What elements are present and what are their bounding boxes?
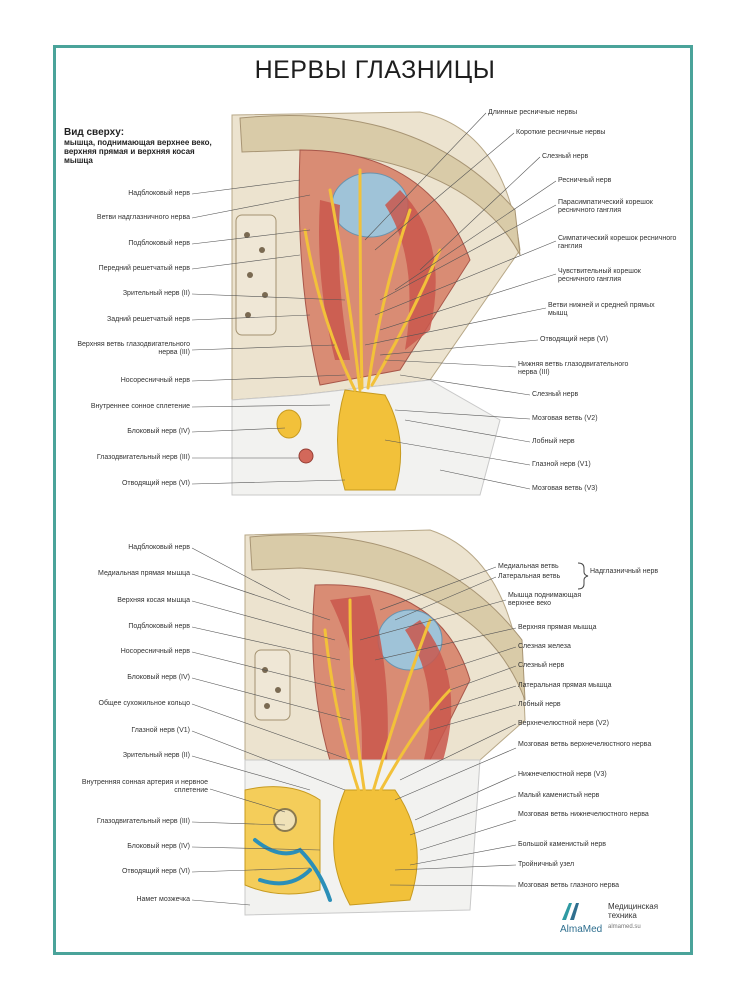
bottom-right-label-11: Нижнечелюстной нерв (V3) (518, 771, 607, 778)
top-nerve-trunk (337, 389, 402, 491)
bottom-right-label-7: Латеральная прямая мышца (518, 682, 612, 689)
almamed-logo-icon (562, 903, 579, 920)
top-ethmoid-cells (235, 214, 277, 336)
top-right-label-7: Чувствительный корешок ресничного гангли… (558, 268, 641, 283)
top-right-label-9: Отводящий нерв (VI) (540, 336, 609, 343)
page-title: НЕРВЫ ГЛАЗНИЦЫ (254, 56, 496, 84)
top-left-label-3: Подблоковый нерв (128, 240, 190, 247)
top-left-label-1: Надблоковый нерв (128, 190, 190, 197)
top-leader-lines (191, 112, 557, 490)
top-right-label-6: Симпатический корешок ресничного ганглия (558, 235, 677, 250)
top-carotid (298, 448, 314, 464)
bottom-muscle-superior (330, 595, 388, 790)
top-right-label-13: Лобный нерв (532, 438, 575, 445)
top-right-label-8: Ветви нижней и средней прямых мышц (548, 302, 655, 317)
top-muscle-lateral (385, 190, 436, 350)
top-left-label-9: Внутреннее сонное сплетение (90, 403, 190, 410)
bottom-left-label-9: Зрительный нерв (II) (122, 752, 190, 759)
bottom-left-label-4: Подблоковый нерв (128, 623, 190, 630)
top-orbit-view (231, 111, 521, 496)
top-left-label-10: Блоковый нерв (IV) (127, 428, 190, 435)
top-left-label-12: Отводящий нерв (VI) (121, 480, 190, 487)
top-right-label-11: Слезный нерв (532, 391, 579, 398)
bottom-left-label-10: Внутренняя сонная артерия и нервное спле… (81, 779, 208, 794)
bottom-right-label-1: Медиальная ветвь (498, 563, 559, 570)
brace (577, 562, 589, 590)
bottom-carotid-ring (273, 808, 297, 832)
bottom-ethmoid-cells (254, 649, 291, 721)
bottom-orbit-view (244, 529, 589, 916)
view-caption: Вид сверху: мышца, поднимающая верхнее в… (64, 127, 214, 166)
logo-name: AlmaMed (560, 924, 603, 935)
bottom-left-label-1: Надблоковый нерв (128, 544, 190, 551)
top-right-label-3: Слезный нерв (542, 153, 589, 160)
bottom-right-label-8: Лобный нерв (518, 701, 561, 708)
bottom-leader-lines (191, 547, 517, 906)
top-left-label-11: Глазодвигательный нерв (III) (96, 454, 190, 461)
logo-tagline: Медицинская техника (608, 902, 659, 920)
bottom-right-label-9: Верхнечелюстной нерв (V2) (518, 720, 609, 727)
bottom-left-label-11: Глазодвигательный нерв (III) (96, 818, 190, 825)
bottom-brainstem-region (244, 786, 321, 895)
top-right-label-2: Короткие ресничные нервы (516, 129, 606, 136)
bottom-left-label-8: Глазной нерв (V1) (131, 727, 190, 734)
top-right-label-10: Нижняя ветвь глазодвигательного нерва (I… (518, 361, 629, 376)
caption-heading: Вид сверху: (64, 127, 125, 138)
bottom-right-label-5: Слезная железа (518, 643, 571, 650)
bottom-right-label-4: Верхняя прямая мышца (518, 624, 597, 631)
top-right-label-15: Мозговая ветвь (V3) (532, 485, 598, 492)
bottom-bone-arc (249, 534, 526, 701)
bottom-left-label-14: Намет мозжечка (136, 896, 190, 903)
supraorbital-brace-label: Надглазничный нерв (590, 568, 659, 575)
bottom-right-label-15: Тройничный узел (518, 861, 575, 868)
bottom-right-label-13: Мозговая ветвь нижнечелюстного нерва (518, 811, 649, 818)
bottom-left-label-2: Медиальная прямая мышца (98, 570, 190, 577)
top-left-label-5: Зрительный нерв (II) (122, 290, 190, 297)
top-left-label-6: Задний решетчатый нерв (107, 316, 190, 323)
top-right-label-5: Парасимпатический корешок ресничного ган… (558, 199, 653, 214)
top-right-label-12: Мозговая ветвь (V2) (532, 415, 598, 422)
top-left-label-4: Передний решетчатый нерв (98, 265, 190, 272)
top-right-label-4: Ресничный нерв (558, 177, 612, 184)
bottom-left-label-7: Общее сухожильное кольцо (98, 700, 190, 707)
top-left-label-2: Ветви надглазничного нерва (96, 214, 190, 221)
bottom-right-label-10: Мозговая ветвь верхнечелюстного нерва (518, 741, 652, 748)
bottom-right-label-2: Латеральная ветвь (498, 573, 561, 580)
bottom-trigeminal-ganglion (333, 789, 418, 906)
bottom-left-label-13: Отводящий нерв (VI) (121, 868, 190, 875)
bottom-left-label-5: Носоресничный нерв (120, 648, 190, 655)
bottom-right-label-12: Малый каменистый нерв (518, 792, 600, 799)
bottom-right-label-16: Мозговая ветвь глазного нерва (518, 882, 620, 889)
top-trochlear-stub (276, 409, 302, 439)
top-right-label-14: Глазной нерв (V1) (532, 461, 591, 468)
caption-text: мышца, поднимающая верхнее веко, верхняя… (64, 138, 212, 165)
bottom-right-label-3: Мышца поднимающая верхнее веко (508, 592, 582, 607)
bottom-left-label-3: Верхняя косая мышца (117, 597, 190, 604)
logo-url: almamed.su (608, 924, 641, 930)
top-left-label-7: Верхняя ветвь глазодвигательного нерва (… (77, 341, 190, 356)
bottom-left-label-12: Блоковый нерв (IV) (127, 843, 190, 850)
almamed-logo: Медицинская техника AlmaMed almamed.su (560, 900, 685, 940)
bottom-muscle-lateral (405, 620, 452, 775)
bottom-right-label-6: Слезный нерв (518, 662, 565, 669)
top-left-label-8: Носоресничный нерв (120, 377, 190, 384)
bottom-left-label-6: Блоковый нерв (IV) (127, 674, 190, 681)
top-right-label-1: Длинные ресничные нервы (488, 109, 578, 116)
bottom-right-label-14: Большой каменистый нерв (518, 841, 606, 848)
